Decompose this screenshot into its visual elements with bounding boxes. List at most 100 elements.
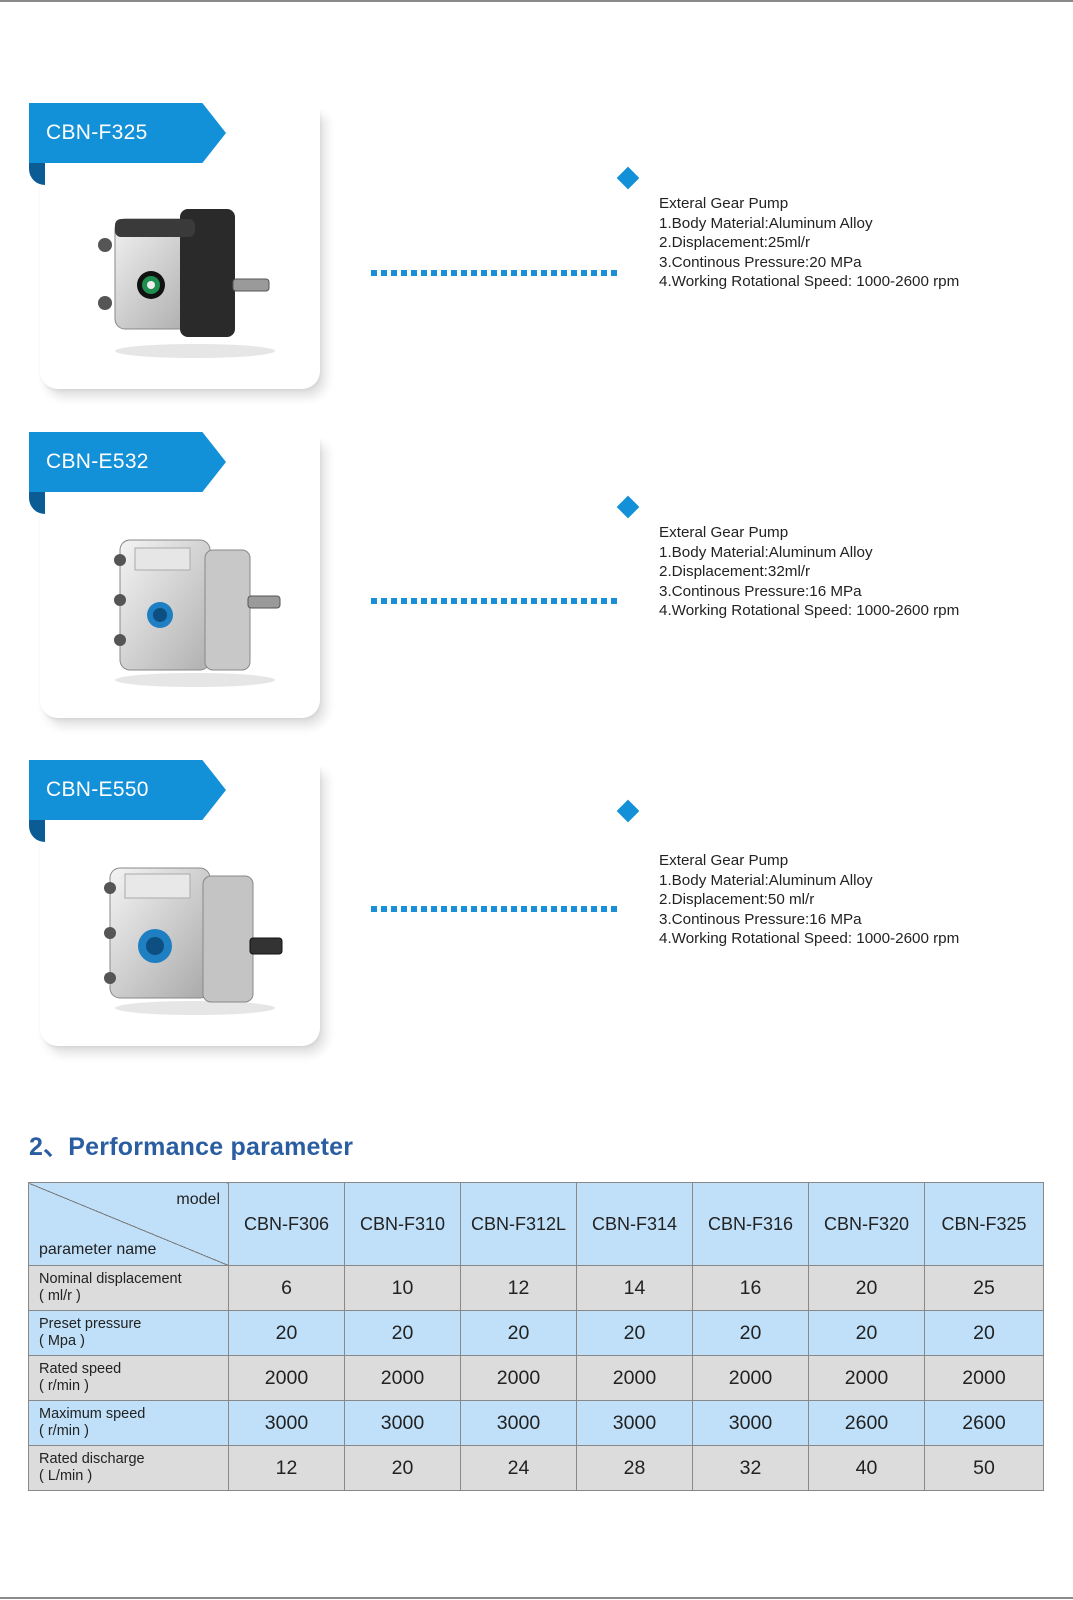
spec-title: Exteral Gear Pump xyxy=(659,195,789,212)
model-header: CBN-F306 xyxy=(228,1182,345,1266)
table-cell: 24 xyxy=(460,1445,577,1491)
table-row: Preset pressure( Mpa ) 20 20 20 20 20 20… xyxy=(28,1310,1044,1356)
product-block: CBN-F325 Exteral Gear Pump 1.Body Materi… xyxy=(0,103,1073,403)
tag-fold xyxy=(29,163,45,185)
table-cell: 3000 xyxy=(228,1400,345,1446)
table-cell: 14 xyxy=(576,1265,693,1311)
model-header: CBN-F316 xyxy=(692,1182,809,1266)
table-cell: 25 xyxy=(924,1265,1044,1311)
table-cell: 3000 xyxy=(344,1400,461,1446)
bottom-rule xyxy=(0,1597,1073,1599)
spec-line: 4.Working Rotational Speed: 1000-2600 rp… xyxy=(659,930,960,947)
param-name: Preset pressure xyxy=(39,1316,142,1332)
gear-pump-image xyxy=(104,867,283,1015)
table-cell: 6 xyxy=(228,1265,345,1311)
product-block: CBN-E532 Exteral Gear Pump 1.Body Materi… xyxy=(0,432,1073,732)
table-cell: 3000 xyxy=(692,1400,809,1446)
param-unit: ( ml/r ) xyxy=(39,1288,81,1304)
table-cell: 32 xyxy=(692,1445,809,1491)
table-cell: 12 xyxy=(460,1265,577,1311)
param-label: Preset pressure( Mpa ) xyxy=(28,1310,229,1356)
spec-title: Exteral Gear Pump xyxy=(659,852,789,869)
param-name: Nominal displacement xyxy=(39,1271,182,1287)
table-cell: 2000 xyxy=(460,1355,577,1401)
table-cell: 50 xyxy=(924,1445,1044,1491)
table-cell: 20 xyxy=(924,1310,1044,1356)
table-row: Rated speed( r/min ) 2000 2000 2000 2000… xyxy=(28,1355,1044,1401)
spec-line: 1.Body Material:Aluminum Alloy xyxy=(659,543,873,561)
table-cell: 2000 xyxy=(808,1355,925,1401)
model-header: CBN-F314 xyxy=(576,1182,693,1266)
table-cell: 2000 xyxy=(344,1355,461,1401)
table-cell: 2600 xyxy=(808,1400,925,1446)
table-cell: 2000 xyxy=(692,1355,809,1401)
spec-line: 4.Working Rotational Speed: 1000-2600 rp… xyxy=(659,273,960,290)
param-label: Rated speed( r/min ) xyxy=(28,1355,229,1401)
spec-line: 4.Working Rotational Speed: 1000-2600 rp… xyxy=(659,602,960,619)
spec-line: 2.Displacement:50 ml/r xyxy=(659,891,815,908)
table-cell: 40 xyxy=(808,1445,925,1491)
param-label: Maximum speed( r/min ) xyxy=(28,1400,229,1446)
param-label: Rated discharge( L/min ) xyxy=(28,1445,229,1491)
table-cell: 28 xyxy=(576,1445,693,1491)
table-row: Maximum speed( r/min ) 3000 3000 3000 30… xyxy=(28,1400,1044,1446)
spec-line: 2.Displacement:25ml/r xyxy=(659,234,811,251)
table-cell: 10 xyxy=(344,1265,461,1311)
model-tag: CBN-F325 xyxy=(29,103,226,163)
top-rule xyxy=(0,0,1073,2)
param-name: Maximum speed xyxy=(39,1406,146,1422)
table-cell: 20 xyxy=(692,1310,809,1356)
gear-pump-image xyxy=(98,209,275,358)
model-header: CBN-F310 xyxy=(344,1182,461,1266)
model-header: CBN-F312L xyxy=(460,1182,577,1266)
table-header-row: model parameter name CBN-F306 CBN-F310 C… xyxy=(28,1182,1044,1266)
spec-line: 1.Body Material:Aluminum Alloy xyxy=(659,871,873,889)
spec-line: 3.Continous Pressure:16 MPa xyxy=(659,582,862,600)
table-cell: 20 xyxy=(808,1265,925,1311)
model-tag: CBN-E532 xyxy=(29,432,226,492)
spec-text: Exteral Gear Pump 1.Body Material:Alumin… xyxy=(659,194,1049,292)
table-cell: 20 xyxy=(808,1310,925,1356)
param-unit: ( L/min ) xyxy=(39,1468,93,1484)
table-cell: 20 xyxy=(576,1310,693,1356)
model-tag: CBN-E550 xyxy=(29,760,226,820)
table-cell: 2000 xyxy=(924,1355,1044,1401)
table-corner-cell: model parameter name xyxy=(28,1182,229,1266)
table-cell: 2600 xyxy=(924,1400,1044,1446)
connector-dotted-line xyxy=(371,906,620,912)
gear-pump-image xyxy=(114,539,281,687)
table-cell: 20 xyxy=(228,1310,345,1356)
table-cell: 3000 xyxy=(460,1400,577,1446)
param-label: Nominal displacement( ml/r ) xyxy=(28,1265,229,1311)
param-unit: ( r/min ) xyxy=(39,1423,89,1439)
table-cell: 20 xyxy=(344,1445,461,1491)
table-row: Nominal displacement( ml/r ) 6 10 12 14 … xyxy=(28,1265,1044,1311)
spec-text: Exteral Gear Pump 1.Body Material:Alumin… xyxy=(659,523,1049,621)
tag-fold xyxy=(29,820,45,842)
corner-model-label: model xyxy=(176,1191,220,1208)
param-unit: ( r/min ) xyxy=(39,1378,89,1394)
spec-title: Exteral Gear Pump xyxy=(659,524,789,541)
product-block: CBN-E550 Exteral Gear Pump 1.Body Materi… xyxy=(0,760,1073,1060)
model-header: CBN-F325 xyxy=(924,1182,1044,1266)
param-name: Rated speed xyxy=(39,1361,122,1377)
table-cell: 3000 xyxy=(576,1400,693,1446)
param-name: Rated discharge xyxy=(39,1451,145,1467)
tag-fold xyxy=(29,492,45,514)
spec-line: 3.Continous Pressure:20 MPa xyxy=(659,253,862,271)
param-unit: ( Mpa ) xyxy=(39,1333,85,1349)
diamond-icon xyxy=(616,495,640,519)
corner-param-label: parameter name xyxy=(39,1241,157,1258)
table-cell: 20 xyxy=(344,1310,461,1356)
spec-line: 3.Continous Pressure:16 MPa xyxy=(659,910,862,928)
connector-dotted-line xyxy=(371,270,620,276)
spec-line: 1.Body Material:Aluminum Alloy xyxy=(659,214,873,232)
performance-table: model parameter name CBN-F306 CBN-F310 C… xyxy=(28,1182,1044,1491)
diamond-icon xyxy=(616,799,640,823)
table-cell: 12 xyxy=(228,1445,345,1491)
spec-line: 2.Displacement:32ml/r xyxy=(659,563,811,580)
table-cell: 20 xyxy=(460,1310,577,1356)
model-header: CBN-F320 xyxy=(808,1182,925,1266)
spec-text: Exteral Gear Pump 1.Body Material:Alumin… xyxy=(659,851,1049,949)
table-row: Rated discharge( L/min ) 12 20 24 28 32 … xyxy=(28,1445,1044,1491)
